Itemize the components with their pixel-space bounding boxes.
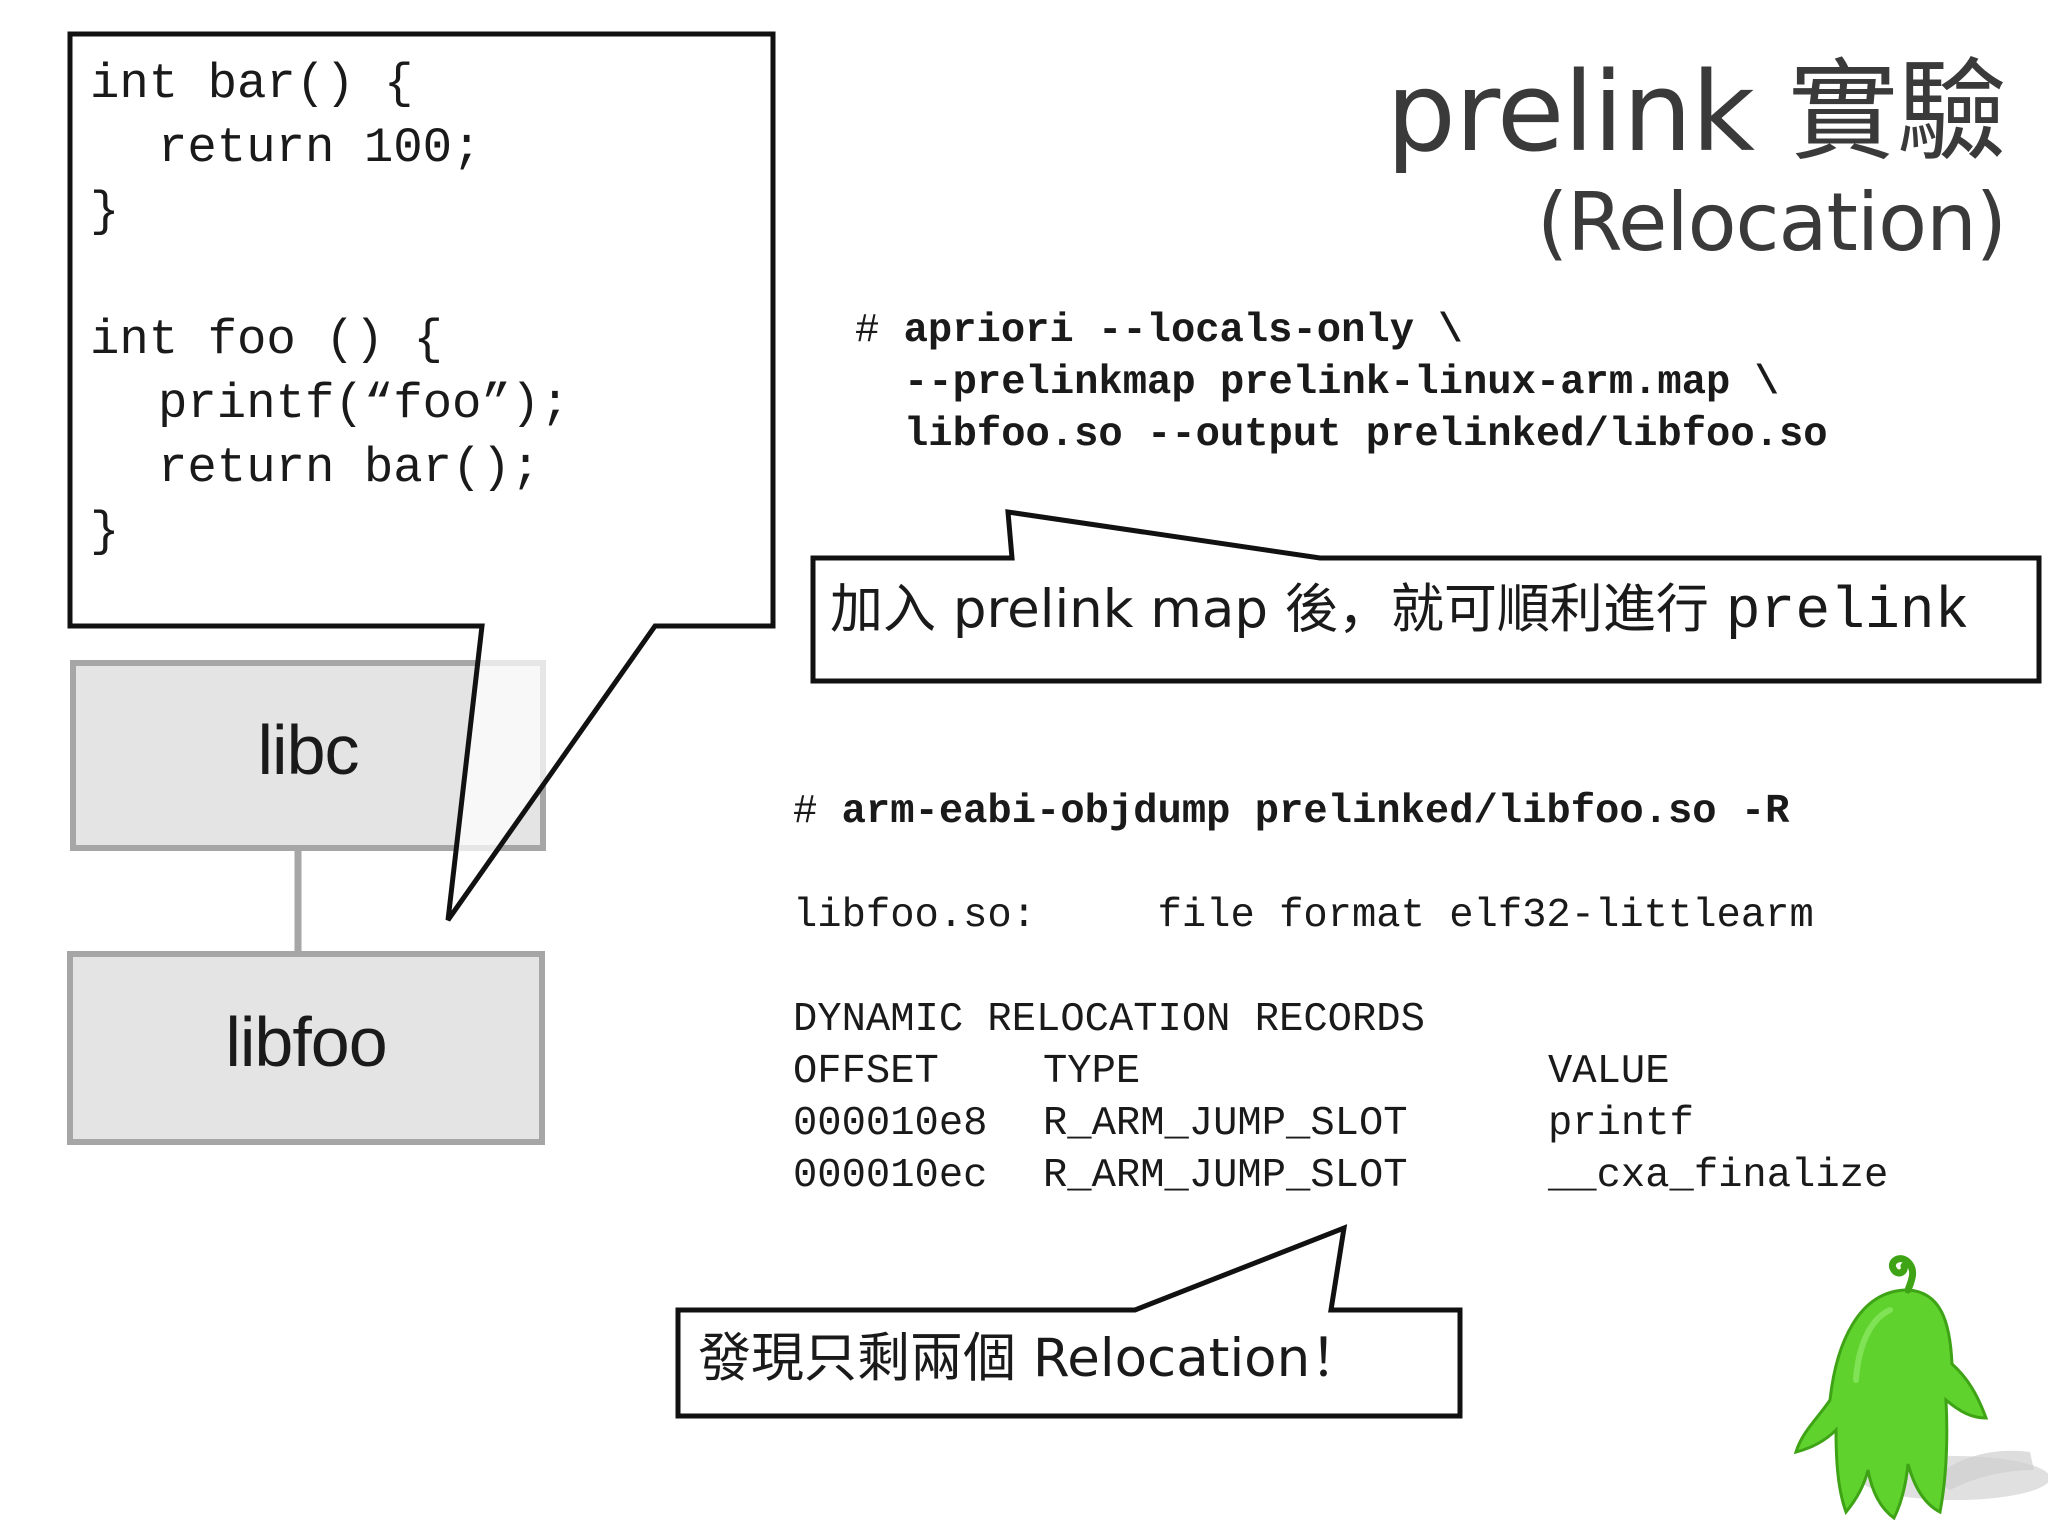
apriori-command: # apriori --locals-only \ --prelinkmap p… [855,305,1828,461]
code-line: int foo () { [90,312,443,368]
table-cell: printf [1548,1101,1694,1147]
table-header-row: OFFSET TYPE VALUE [793,1046,1888,1098]
code-line: } [90,184,120,240]
relocation-callout-text: 發現只剩兩個 Relocation！ [698,1328,1364,1389]
code-line: printf(“foo”); [158,376,570,432]
table-cell: __cxa_finalize [1548,1153,1889,1199]
table-cell: 000010ec [793,1153,988,1199]
green-ghost-mascot-icon [1793,1255,2048,1521]
libfoo-box [67,951,545,1145]
table-row: 000010e8 R_ARM_JUMP_SLOT printf [793,1098,1888,1150]
command-line: --prelinkmap prelink-linux-arm.map \ [904,360,1779,406]
code-line: return 100; [158,120,482,176]
blank-line [793,942,1888,994]
callout-text: 加入 prelink map 後，就可順利進行 [830,579,1726,640]
command-line: apriori --locals-only \ [903,308,1463,354]
records-header: DYNAMIC RELOCATION RECORDS [793,997,1425,1043]
file-format-line: libfoo.so: file format elf32-littlearm [793,893,1814,939]
column-header: TYPE [1043,1049,1141,1095]
table-cell: R_ARM_JUMP_SLOT [1043,1153,1408,1199]
code-line: } [90,504,120,560]
command-prompt: # [855,308,904,354]
code-line: int bar() { [90,56,414,112]
code-snippet: int bar() { return 100; } int foo () { p… [90,52,570,564]
libc-label: libc [257,711,359,789]
page-subtitle: (Relocation) [1536,176,2007,269]
command-prompt: # [793,789,842,835]
objdump-command: arm-eabi-objdump prelinked/libfoo.so -R [841,789,1790,835]
column-header: OFFSET [793,1049,939,1095]
prelink-callout-bubble [810,509,2042,684]
table-row: 000010ec R_ARM_JUMP_SLOT __cxa_finalize [793,1150,1888,1202]
column-header: VALUE [1548,1049,1670,1095]
code-callout-bubble [67,31,776,922]
libfoo-label: libfoo [225,1003,387,1081]
table-cell: 000010e8 [793,1101,988,1147]
command-line: libfoo.so --output prelinked/libfoo.so [904,412,1828,458]
prelink-callout-text: 加入 prelink map 後，就可順利進行 prelink [830,567,1969,645]
code-blank-line [90,244,570,308]
page-title: prelink 實驗 [1386,48,2007,176]
callout-emphasis: prelink [1725,580,1970,645]
relocation-callout-bubble [675,1224,1463,1419]
table-cell: R_ARM_JUMP_SLOT [1043,1101,1408,1147]
blank-line [793,838,1888,890]
objdump-output: # arm-eabi-objdump prelinked/libfoo.so -… [793,786,1888,1202]
code-line: return bar(); [158,440,541,496]
